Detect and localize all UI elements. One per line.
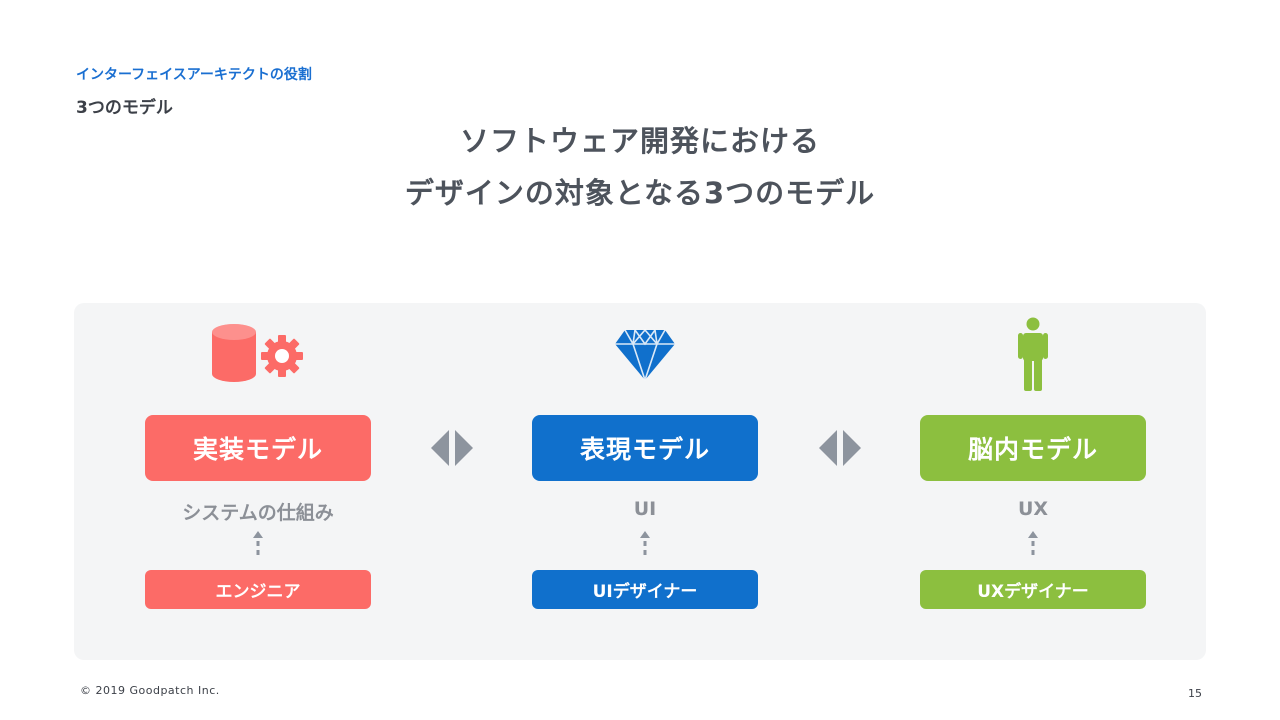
mental-model-box: 脳内モデル — [920, 415, 1146, 481]
slide-title-line-2: デザインの対象となる3つのモデル — [404, 176, 876, 210]
copyright: © 2019 Goodpatch Inc. — [80, 684, 220, 697]
breadcrumb: インターフェイスアーキテクトの役割 — [76, 67, 312, 83]
mental-model-caption: UX — [1017, 498, 1049, 520]
representation-model-box: 表現モデル — [532, 415, 758, 481]
up-arrow-icon — [920, 531, 1146, 559]
section-subtitle: 3つのモデル — [76, 98, 173, 118]
bidirectional-arrow-icon — [430, 430, 474, 466]
ux-designer-role-box: UXデザイナー — [920, 570, 1146, 609]
up-arrow-icon — [145, 531, 371, 559]
ui-designer-role-box: UIデザイナー — [532, 570, 758, 609]
diamond-icon — [532, 316, 758, 392]
bidirectional-arrow-icon — [818, 430, 862, 466]
engineer-role-box: エンジニア — [145, 570, 371, 609]
implementation-model-box: 実装モデル — [145, 415, 371, 481]
database-gear-icon — [145, 316, 371, 392]
representation-model-caption: UI — [633, 498, 657, 520]
person-icon — [920, 316, 1146, 392]
slide-title-line-1: ソフトウェア開発における — [459, 124, 820, 158]
implementation-model-caption: システムの仕組み — [182, 502, 334, 524]
up-arrow-icon — [532, 531, 758, 559]
page-number: 15 — [1188, 687, 1202, 700]
